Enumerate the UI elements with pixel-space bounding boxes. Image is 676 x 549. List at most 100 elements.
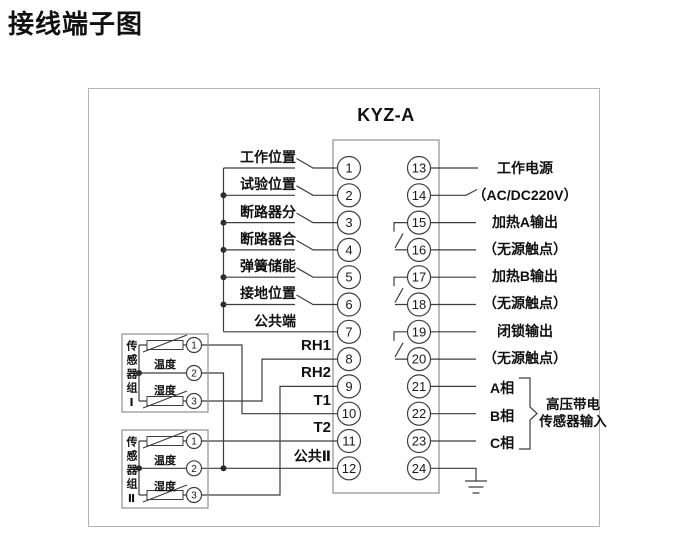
t1-wire — [201, 344, 338, 415]
ground-symbol — [430, 467, 487, 494]
label-breaker-close: 断路器合 — [240, 231, 296, 247]
terminal-13: 13 — [406, 155, 432, 181]
label-hv-sensor-input: 高压带电 传感器输入 — [539, 397, 607, 429]
terminal-11: 11 — [336, 428, 362, 454]
terminal-19: 19 — [406, 319, 432, 344]
contact-heater-b — [393, 276, 476, 306]
common2-wire — [201, 372, 338, 472]
phase-wires — [430, 385, 476, 442]
switch-work-position — [223, 157, 338, 169]
sensor-group-1-box: 1 2 3 — [121, 333, 209, 413]
label-phase-b: B相 — [490, 408, 515, 424]
terminal-20: 20 — [406, 347, 432, 372]
contact-heater-a — [393, 222, 476, 251]
terminal-22: 22 — [406, 401, 432, 426]
switch-spring-charged — [223, 267, 338, 278]
svg-text:13: 13 — [412, 161, 426, 176]
svg-text:11: 11 — [342, 434, 356, 449]
svg-text:20: 20 — [412, 352, 426, 367]
switch-breaker-open — [223, 212, 338, 224]
terminal-3: 3 — [336, 210, 362, 235]
svg-text:14: 14 — [412, 188, 426, 203]
terminal-14: 14 — [406, 183, 432, 208]
label-heater-b-output: 加热B输出 （无源触点） — [483, 268, 567, 311]
svg-text:24: 24 — [412, 461, 426, 476]
switch-breaker-close — [223, 239, 338, 251]
svg-text:1: 1 — [191, 341, 197, 352]
label-test-position: 试验位置 — [240, 176, 296, 192]
label-heater-a-output: 加热A输出 （无源触点） — [483, 214, 567, 257]
svg-text:22: 22 — [412, 406, 426, 421]
svg-text:18: 18 — [412, 297, 426, 312]
label-interlock-output: 闭锁输出 （无源触点） — [483, 323, 567, 366]
power-wires — [430, 167, 478, 196]
terminal-6: 6 — [336, 292, 362, 317]
label-phase-a: A相 — [490, 380, 515, 396]
svg-text:10: 10 — [342, 406, 356, 421]
sensor-group-2-box: 1 2 3 — [121, 429, 209, 509]
sensor2-terminal-3: 3 — [185, 486, 203, 504]
svg-text:3: 3 — [191, 491, 197, 502]
svg-text:3: 3 — [191, 397, 197, 408]
label-phase-c: C相 — [490, 435, 515, 451]
svg-text:8: 8 — [345, 352, 352, 367]
terminal-4: 4 — [336, 237, 362, 262]
svg-text:4: 4 — [345, 242, 352, 257]
sensor1-terminal-2: 2 — [185, 364, 203, 382]
temperature-sensor-symbol — [146, 340, 184, 350]
svg-text:1: 1 — [191, 437, 197, 448]
svg-text:2: 2 — [345, 188, 352, 203]
switch-test-position — [223, 185, 338, 196]
sensor2-terminal-1: 1 — [185, 432, 203, 450]
sensor-group-2-name: 传感器组Ⅱ — [125, 436, 137, 508]
svg-text:16: 16 — [412, 242, 426, 257]
svg-text:12: 12 — [342, 461, 356, 476]
terminal-21: 21 — [406, 374, 432, 399]
svg-text:6: 6 — [345, 297, 352, 312]
svg-text:2: 2 — [191, 369, 197, 380]
svg-text:5: 5 — [345, 270, 352, 285]
sensor1-terminal-3: 3 — [185, 392, 203, 410]
terminal-10: 10 — [336, 401, 362, 426]
sensor-group-2-temp-label: 温度 — [154, 455, 176, 467]
svg-text:17: 17 — [412, 270, 426, 285]
svg-text:7: 7 — [345, 324, 352, 339]
svg-text:23: 23 — [412, 434, 426, 449]
switch-ground-position — [223, 294, 338, 306]
label-rh1: RH1 — [300, 337, 331, 354]
sensor-group-1-temp-label: 温度 — [154, 359, 176, 371]
svg-text:19: 19 — [412, 324, 426, 339]
label-common2: 公共Ⅱ — [293, 448, 331, 464]
humidity-sensor-symbol — [146, 490, 184, 500]
label-t1: T1 — [313, 392, 331, 409]
label-t2: T2 — [313, 419, 331, 436]
label-common: 公共端 — [254, 313, 296, 329]
terminal-18: 18 — [406, 292, 432, 317]
svg-text:3: 3 — [345, 215, 352, 230]
phase-group-brace — [519, 377, 538, 450]
terminal-17: 17 — [406, 265, 432, 290]
diagram-frame — [88, 88, 600, 527]
sensor-group-1-humidity-label: 湿度 — [154, 385, 176, 397]
page-title: 接线端子图 — [8, 9, 144, 39]
terminal-block-outline — [332, 139, 440, 494]
svg-text:15: 15 — [412, 215, 426, 230]
sensor-group-1-name: 传感器组Ⅰ — [125, 340, 137, 412]
terminal-8: 8 — [336, 347, 362, 372]
terminal-2: 2 — [336, 183, 362, 208]
terminal-1: 1 — [336, 155, 362, 181]
svg-text:2: 2 — [191, 464, 197, 475]
terminal-9: 9 — [336, 374, 362, 399]
svg-text:1: 1 — [345, 161, 352, 176]
label-work-position: 工作位置 — [240, 149, 296, 165]
sensor1-terminal-1: 1 — [185, 336, 203, 354]
terminal-15: 15 — [406, 210, 432, 235]
terminal-7: 7 — [336, 319, 362, 344]
device-model-label: KYZ-A — [357, 105, 415, 125]
terminal-16: 16 — [406, 237, 432, 262]
terminal-24: 24 — [406, 456, 432, 481]
terminal-5: 5 — [336, 265, 362, 290]
label-ground-position: 接地位置 — [240, 285, 296, 301]
